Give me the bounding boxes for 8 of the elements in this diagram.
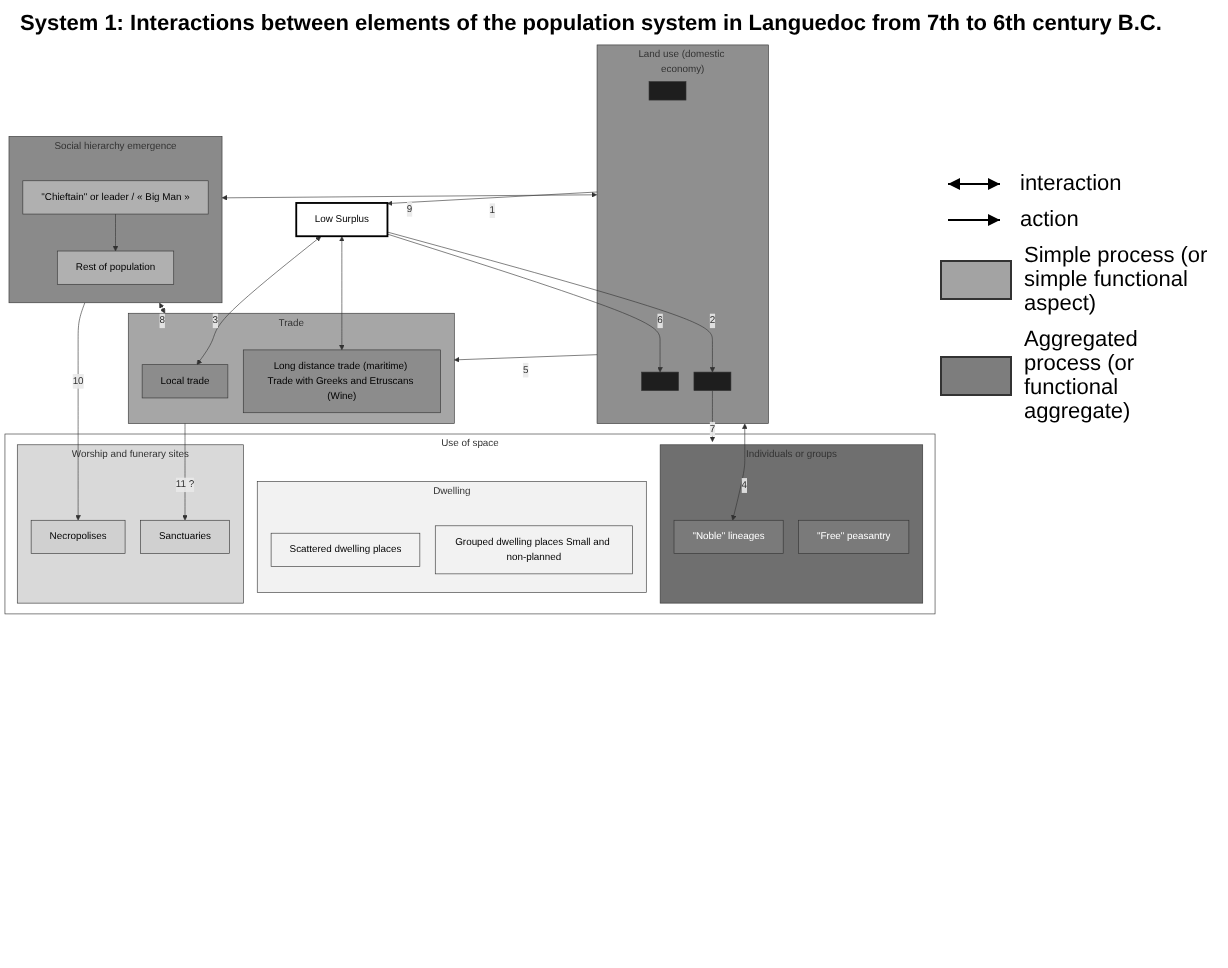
process-box — [641, 371, 679, 391]
legend-label: action — [1020, 208, 1079, 232]
legend-label: Simple process (or simple functional aspect) — [1024, 244, 1210, 316]
legend-label: interaction — [1020, 172, 1122, 196]
process-box — [648, 81, 687, 101]
process-box — [693, 371, 732, 391]
legend-label: Aggregated process (or functional aggregate) — [1024, 328, 1140, 424]
diagram-title: System 1: Interactions between elements of the population system in Languedoc from 7th to 6th century B.C. — [18, 10, 1164, 40]
